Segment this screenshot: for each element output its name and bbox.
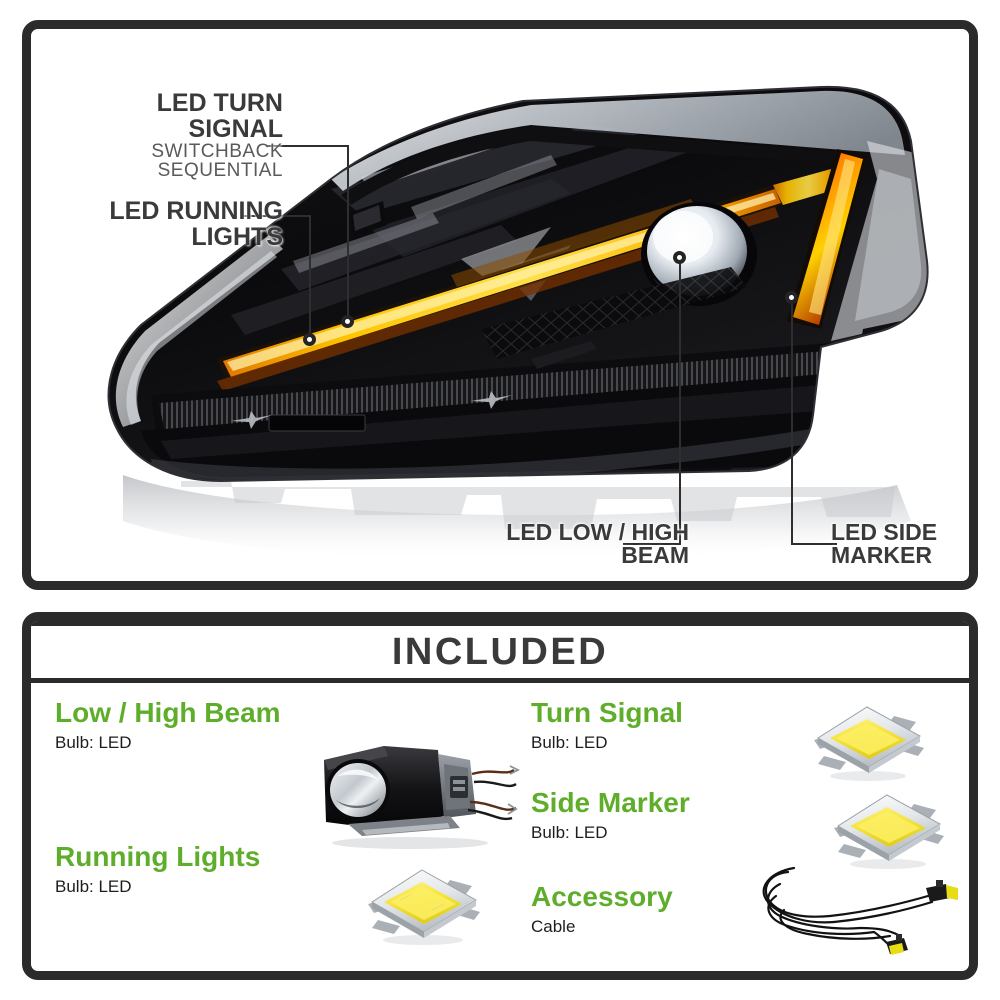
callout-running-line2: LIGHTS xyxy=(191,222,283,251)
included-item-spec: Bulb: LED xyxy=(531,733,608,752)
leader-line-running-lights-h xyxy=(243,215,311,217)
callout-label-turn-signal: LED TURN SIGNAL SWITCHBACK SEQUENTIAL xyxy=(83,89,283,182)
leader-line-low-high-beam-h xyxy=(623,543,681,545)
headlight-hero-image: LED TURN SIGNAL SWITCHBACK SEQUENTIAL LE… xyxy=(31,29,969,581)
header-rule-bottom xyxy=(31,678,969,683)
callout-label-low-high-beam: LED LOW / HIGH BEAM xyxy=(449,519,689,569)
bi-led-projector-icon xyxy=(310,730,520,850)
led-chip-icon xyxy=(828,786,948,871)
led-chip-icon xyxy=(360,860,485,948)
included-item-side-marker: Side Marker Bulb: LED xyxy=(531,787,690,842)
callout-turn-sub1: SWITCHBACK xyxy=(151,141,283,162)
included-item-title: Turn Signal xyxy=(531,697,683,728)
callout-side-line1: LED SIDE xyxy=(831,519,938,545)
included-header-band: INCLUDED xyxy=(31,621,969,683)
callout-label-side-marker: LED SIDE MARKER xyxy=(831,519,969,569)
included-item-accessory: Accessory Cable xyxy=(531,881,673,936)
callout-beam-line1: LED LOW / HIGH xyxy=(506,519,689,545)
callout-dot-turn-signal xyxy=(341,315,354,328)
included-item-spec: Bulb: LED xyxy=(55,733,132,752)
included-item-running-lights: Running Lights Bulb: LED xyxy=(55,841,261,896)
callout-running-line1: LED RUNNING xyxy=(109,197,283,225)
included-item-title: Low / High Beam xyxy=(55,697,281,728)
callout-dot-running-lights xyxy=(303,333,316,346)
leader-line-running-lights-v xyxy=(309,215,311,339)
included-item-title: Running Lights xyxy=(55,841,261,872)
callout-side-line2: MARKER xyxy=(831,542,932,569)
included-item-spec: Bulb: LED xyxy=(55,877,132,896)
leader-line-side-marker-v xyxy=(791,297,793,545)
callout-dot-side-marker xyxy=(785,291,798,304)
included-item-title: Accessory xyxy=(531,881,673,912)
header-rule-top xyxy=(31,621,969,626)
callout-turn-sub2: SEQUENTIAL xyxy=(157,160,283,182)
callout-label-running-lights: LED RUNNING LIGHTS xyxy=(51,197,283,251)
leader-line-turn-signal-h xyxy=(266,145,349,147)
callout-beam-line2: BEAM xyxy=(621,542,689,569)
callout-turn-line1: LED TURN xyxy=(156,89,283,117)
led-chip-icon xyxy=(808,698,928,783)
included-item-title: Side Marker xyxy=(531,787,690,818)
leader-line-turn-signal-v xyxy=(347,145,349,321)
leader-line-low-high-beam-v xyxy=(679,257,681,545)
leader-line-side-marker-h xyxy=(791,543,837,545)
included-panel: INCLUDED Low / High Beam Bulb: LED Runni… xyxy=(22,612,978,980)
included-item-turn-signal: Turn Signal Bulb: LED xyxy=(531,697,683,752)
included-item-spec: Cable xyxy=(531,917,576,936)
wiring-cable-icon xyxy=(750,858,965,958)
hero-panel: LED TURN SIGNAL SWITCHBACK SEQUENTIAL LE… xyxy=(22,20,978,590)
included-title: INCLUDED xyxy=(391,630,609,673)
included-item-spec: Bulb: LED xyxy=(531,823,608,842)
included-item-low-high-beam: Low / High Beam Bulb: LED xyxy=(55,697,281,752)
callout-turn-line2: SIGNAL xyxy=(188,114,283,143)
callout-dot-low-high-beam xyxy=(673,251,686,264)
